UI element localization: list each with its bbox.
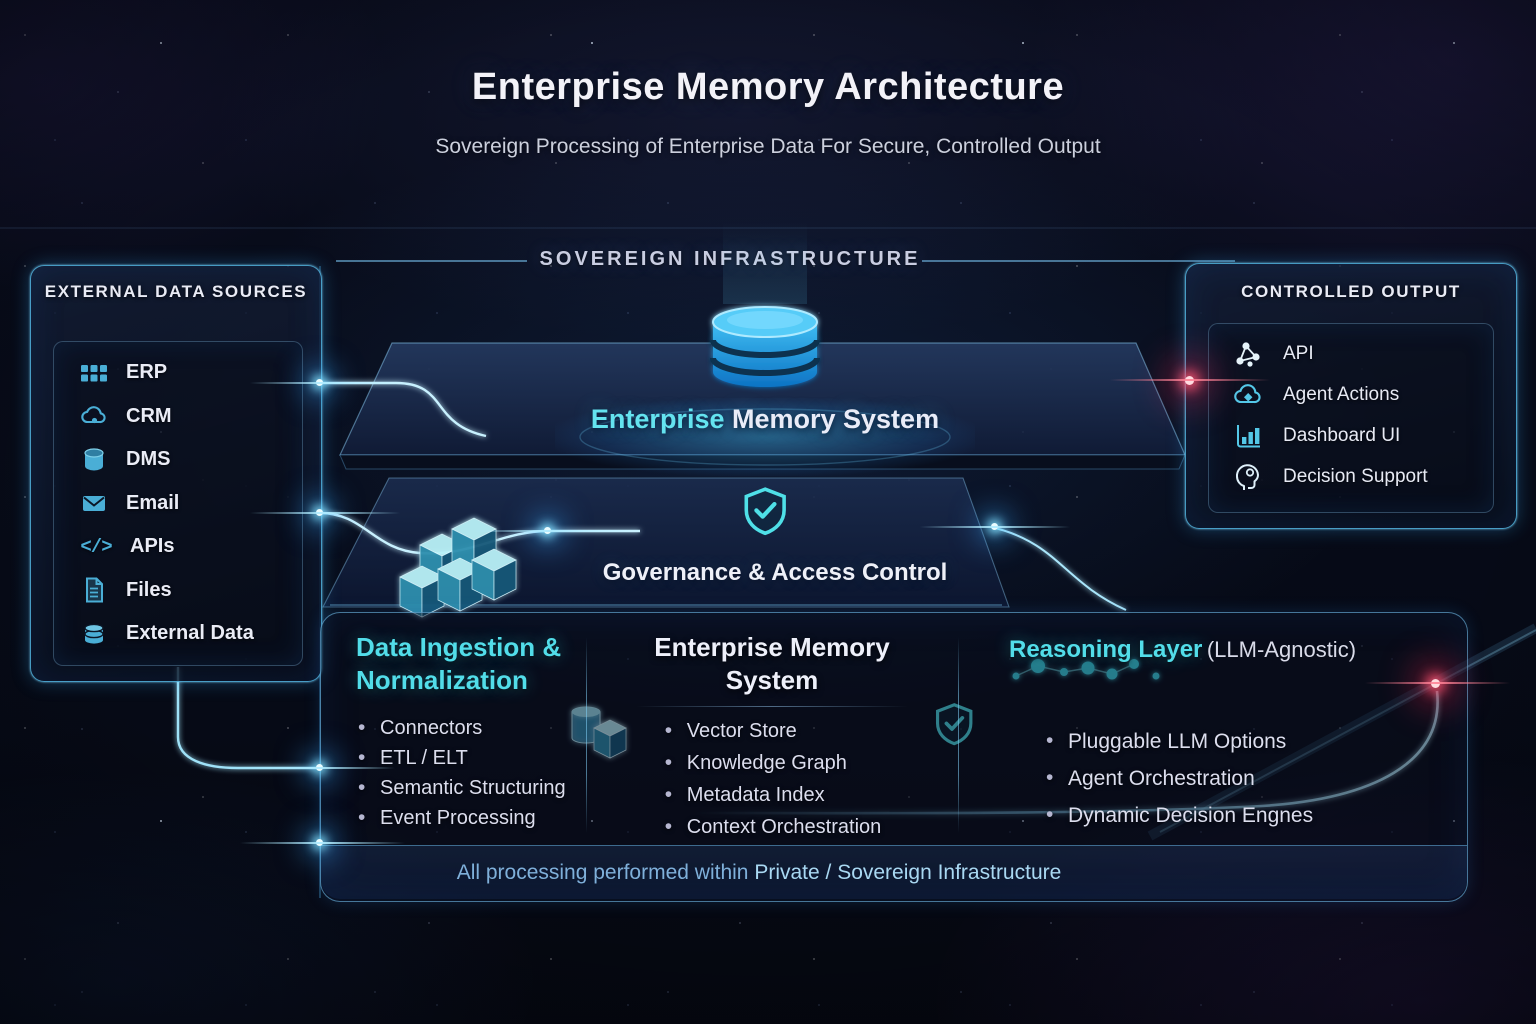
external-sources-list: ERP CRM DMS Email </> APIs Files <box>53 341 303 666</box>
glow-flare <box>470 530 630 532</box>
head-profile-icon <box>1235 463 1259 490</box>
pipeline-panel: Data Ingestion & Normalization Connector… <box>320 612 1468 902</box>
footer-caption-emphasis: Private / Sovereign Infrastructure <box>754 861 1062 884</box>
list-item: Event Processing <box>356 807 574 829</box>
controlled-output-panel: CONTROLLED OUTPUT API Agent Actions Dash… <box>1185 263 1517 529</box>
list-item: Pluggable LLM Options <box>1044 730 1459 753</box>
sources-pipeline-hook-line <box>176 667 317 770</box>
memory-system-label-rest: Memory System <box>724 404 940 434</box>
list-item: Dashboard UI <box>1209 415 1493 456</box>
glow-flare <box>245 767 395 769</box>
reasoning-column: Reasoning Layer (LLM-Agnostic) Pluggable… <box>1009 635 1459 842</box>
database-cylinder-icon <box>710 306 820 387</box>
column-divider <box>586 637 587 833</box>
suffix-text: (LLM-Agnostic) <box>1206 637 1357 662</box>
list-item: ERP <box>54 351 302 395</box>
list-item: Decision Support <box>1209 456 1493 497</box>
page-subtitle: Sovereign Processing of Enterprise Data … <box>435 135 1101 158</box>
list-item: DMS <box>54 438 302 482</box>
file-document-icon <box>86 577 103 603</box>
list-item: CRM <box>54 395 302 439</box>
list-item: Context Orchestration <box>663 816 882 838</box>
source-label: External Data <box>126 622 254 645</box>
list-item: Files <box>54 569 302 613</box>
erp-grid-icon <box>81 364 107 382</box>
footer-band: All processing performed within Private … <box>321 845 1467 899</box>
envelope-icon <box>83 496 105 512</box>
list-item: Connectors <box>356 717 574 739</box>
source-flow-line-lower <box>319 511 640 555</box>
controlled-output-list: API Agent Actions Dashboard UI Decision … <box>1208 323 1494 513</box>
column-heading: Enterprise Memory System <box>654 632 890 695</box>
source-label: Files <box>126 578 172 601</box>
memory-column: Enterprise Memory System Vector Store Kn… <box>622 631 922 849</box>
list-item: ETL / ELT <box>356 747 574 769</box>
output-label: Agent Actions <box>1283 383 1400 405</box>
ingestion-items: Connectors ETL / ELT Semantic Structurin… <box>356 717 574 829</box>
source-label: CRM <box>126 404 172 427</box>
governance-slab <box>322 477 1010 608</box>
list-item: External Data <box>54 612 302 656</box>
code-brackets-icon: </> <box>80 535 112 558</box>
output-label: Decision Support <box>1283 465 1428 487</box>
drum-database-icon <box>84 448 104 471</box>
network-nodes-icon <box>1236 341 1260 367</box>
light-beam <box>723 222 807 304</box>
memory-system-label-accent: Enterprise <box>590 404 725 434</box>
reasoning-items: Pluggable LLM Options Agent Orchestratio… <box>1044 730 1459 827</box>
column-heading: Data Ingestion & Normalization <box>356 632 562 695</box>
list-item: </> APIs <box>54 525 302 569</box>
list-item: Knowledge Graph <box>663 752 882 774</box>
cloud-icon <box>81 406 106 424</box>
memory-items: Vector Store Knowledge Graph Metadata In… <box>663 720 882 849</box>
red-glow-flare <box>1110 379 1270 381</box>
source-flow-line-upper <box>320 381 487 438</box>
red-glow-flare <box>1365 682 1510 684</box>
controlled-output-title: CONTROLLED OUTPUT <box>1241 282 1461 301</box>
cloud-action-icon <box>1234 383 1261 403</box>
glow-flare <box>250 382 400 384</box>
list-item: API <box>1209 333 1493 374</box>
output-label: Dashboard UI <box>1283 424 1401 446</box>
bar-chart-icon <box>1237 424 1260 447</box>
list-item: Semantic Structuring <box>356 777 574 799</box>
list-item: Vector Store <box>663 720 882 742</box>
source-label: Email <box>126 491 180 514</box>
memory-system-label: Enterprise Memory System <box>540 404 990 435</box>
output-label: API <box>1283 342 1314 364</box>
list-item: Dynamic Decision Engnes <box>1044 804 1459 827</box>
external-sources-panel: EXTERNAL DATA SOURCES ERP CRM DMS Email … <box>30 265 322 682</box>
governance-reasoning-curve <box>994 527 1127 611</box>
glow-flare <box>240 842 405 844</box>
heading-underline <box>636 706 908 707</box>
footer-caption: All processing performed within Private … <box>321 846 1197 899</box>
list-item: Metadata Index <box>663 784 882 806</box>
column-heading: Reasoning Layer <box>1009 636 1203 663</box>
column-heading-suffix: (LLM-Agnostic) <box>1207 637 1356 662</box>
external-sources-title: EXTERNAL DATA SOURCES <box>44 282 308 301</box>
ingestion-column: Data Ingestion & Normalization Connector… <box>356 631 574 838</box>
footer-caption-prefix: All processing performed within <box>456 861 755 884</box>
list-item: Email <box>54 482 302 526</box>
database-stack-icon <box>84 623 104 644</box>
data-cubes-icon <box>399 517 517 618</box>
governance-label: Governance & Access Control <box>602 559 948 586</box>
source-label: DMS <box>126 448 171 471</box>
page-title: Enterprise Memory Architecture <box>471 66 1065 108</box>
source-label: ERP <box>126 361 168 384</box>
source-label: APIs <box>130 535 175 558</box>
column-divider <box>958 637 959 833</box>
glow-flare <box>250 512 400 514</box>
glow-flare <box>920 526 1070 528</box>
shield-check-icon <box>744 487 786 536</box>
list-item: Agent Orchestration <box>1044 767 1459 790</box>
